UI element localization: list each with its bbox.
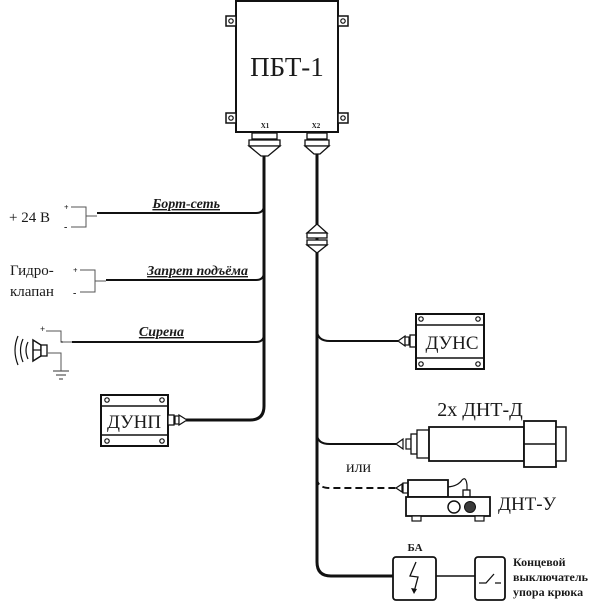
ba-label: БА [407, 542, 422, 554]
valve-cable [106, 271, 265, 281]
connector-x1-label: X1 [261, 122, 270, 130]
valve-minus-label: - [73, 288, 76, 299]
dnt-d-plug-icon [394, 437, 404, 451]
ba-unit[interactable] [392, 556, 437, 601]
switch-label-line2: выключатель [513, 570, 589, 584]
power-minus-label: - [64, 222, 67, 233]
lightning-icon [409, 561, 419, 593]
mounting-ear-icon [225, 15, 349, 124]
duns-cable [316, 329, 398, 342]
valve-label-line1: Гидро- [10, 263, 54, 279]
connector-x2-label: X2 [312, 122, 321, 130]
siren-cable [72, 333, 265, 343]
valve-label-line2: клапан [10, 284, 54, 300]
sensor-dnt-d[interactable] [394, 420, 567, 468]
power-plus-label: + [64, 203, 69, 212]
dunp-label: ДУНП [107, 412, 161, 433]
dnt-u-label: ДНТ-У [498, 494, 557, 515]
x1-trunk-cable [186, 156, 266, 422]
or-label: или [346, 459, 372, 476]
dnt-d-cable [316, 433, 396, 445]
duns-plug-icon [396, 334, 406, 348]
power-source: + 24 В + - [9, 203, 97, 233]
sensor-duns[interactable]: ДУНС [396, 313, 485, 370]
switch-label-line3: упора крюка [513, 585, 583, 599]
valve-cable-label: Запрет подъёма [146, 264, 248, 279]
switch-label-line1: Концевой [513, 555, 566, 569]
dunp-plug-icon [178, 413, 189, 427]
main-unit-title: ПБТ-1 [250, 52, 324, 82]
switch-open-icon [479, 573, 501, 584]
dnt-d-label: 2х ДНТ-Д [437, 399, 523, 421]
power-voltage-label: + 24 В [9, 210, 50, 226]
hydraulic-valve: Гидро- клапан + - [10, 263, 106, 300]
siren-plus-label: + [40, 324, 45, 334]
x2-trunk-cable [315, 154, 393, 578]
inline-coupler-icon[interactable] [305, 223, 329, 254]
duns-label: ДУНС [425, 333, 478, 354]
valve-plus-label: + [73, 266, 78, 275]
siren-speaker-icon [14, 330, 72, 371]
power-cable-label: Борт-сеть [151, 197, 220, 212]
siren-cable-label: Сирена [139, 325, 184, 340]
power-cable [97, 204, 265, 214]
ground-icon [53, 370, 69, 380]
connector-x2-icon[interactable] [303, 132, 331, 155]
sensor-dnt-u[interactable] [394, 478, 491, 522]
limit-switch[interactable] [474, 556, 506, 601]
main-unit-pbt1[interactable]: ПБТ-1 X1 X2 [225, 0, 349, 133]
sensor-dunp[interactable]: ДУНП [100, 394, 189, 447]
connector-x1-icon[interactable] [247, 132, 282, 157]
dnt-u-plug-icon [394, 482, 403, 494]
dnt-u-cable [316, 477, 396, 489]
